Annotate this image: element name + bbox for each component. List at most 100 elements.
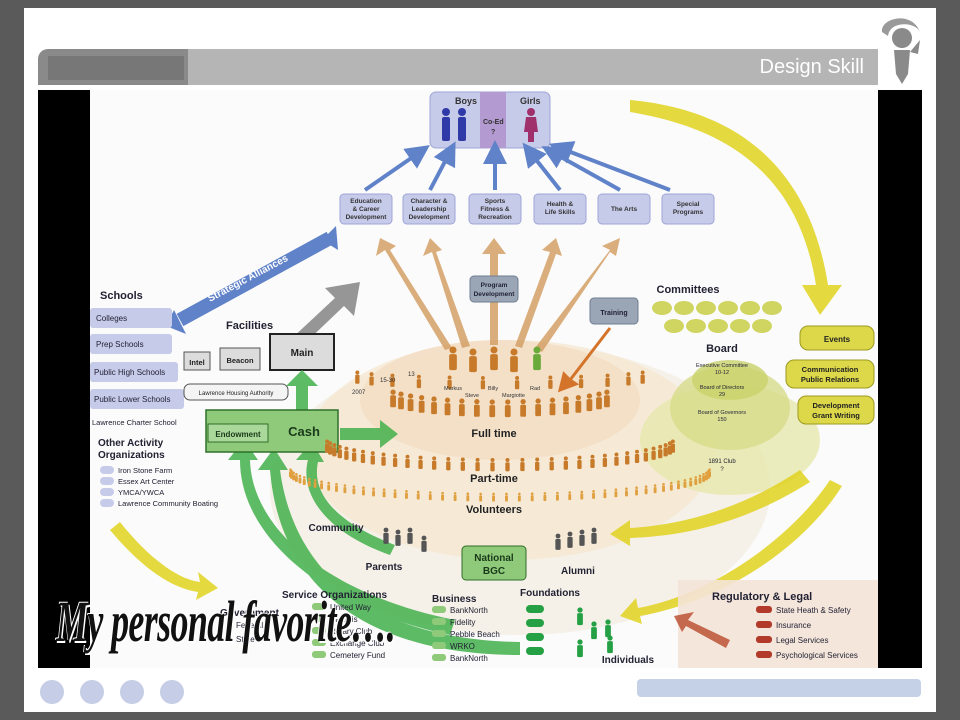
community-people	[383, 527, 597, 552]
person-icon	[307, 477, 311, 481]
service-org-item: United Way	[330, 603, 371, 612]
person-icon	[307, 480, 311, 487]
person-icon	[555, 494, 559, 501]
person-icon	[480, 380, 486, 390]
staff-count-label: 13	[408, 372, 415, 378]
person-icon	[626, 376, 631, 386]
person-icon	[382, 491, 386, 498]
facility-beacon-label: Beacon	[226, 356, 254, 365]
person-icon	[548, 375, 553, 380]
nav-dot[interactable]	[80, 680, 104, 704]
nav-dot[interactable]	[160, 680, 184, 704]
header-bar-left-inner	[48, 56, 184, 80]
person-icon	[689, 480, 693, 487]
footer-bar	[637, 679, 921, 697]
other-org-item: Iron Stone Farm	[118, 466, 172, 475]
person-icon	[398, 391, 404, 397]
public-relations-label: Public Relations	[801, 375, 859, 384]
person-icon	[520, 462, 525, 472]
person-icon	[596, 397, 602, 410]
person-icon	[337, 444, 342, 449]
nav-dot[interactable]	[40, 680, 64, 704]
committees-title: Committees	[657, 284, 720, 296]
person-icon	[635, 486, 638, 490]
person-icon	[580, 493, 584, 500]
regulatory-item: State Heath & Safety	[776, 606, 851, 615]
person-icon	[320, 483, 323, 490]
person-icon	[510, 356, 518, 373]
person-icon	[395, 529, 401, 535]
person-icon	[444, 403, 451, 416]
nav-dot[interactable]	[120, 680, 144, 704]
person-icon	[447, 379, 452, 389]
person-icon	[407, 399, 414, 412]
person-icon	[381, 452, 386, 457]
foundation-markers	[526, 605, 544, 655]
person-icon	[325, 439, 330, 444]
person-icon	[568, 491, 572, 494]
club-question: ?	[720, 467, 724, 473]
cash-label: Cash	[288, 424, 320, 439]
person-icon	[460, 457, 465, 462]
person-icon	[577, 607, 583, 613]
person-icon	[505, 457, 510, 462]
person-icon	[390, 395, 396, 408]
club-label: 1891 Club	[708, 459, 736, 465]
school-item-label: Public Lower Schools	[94, 395, 170, 404]
person-icon	[651, 450, 656, 460]
person-icon	[635, 449, 640, 454]
person-icon	[441, 491, 444, 495]
person-icon	[591, 527, 597, 533]
facility-main-label: Main	[291, 348, 314, 359]
person-icon	[579, 534, 585, 546]
training-label: Training	[600, 310, 627, 317]
bgc-label: BGC	[483, 566, 505, 577]
person-icon	[352, 448, 357, 453]
person-icon	[510, 348, 518, 356]
national-label: National	[474, 553, 514, 564]
person-icon	[575, 394, 581, 401]
person-icon	[535, 398, 541, 404]
person-icon	[677, 480, 680, 484]
person-icon	[290, 469, 293, 473]
boys-label: Boys	[455, 96, 477, 106]
person-icon	[596, 391, 602, 397]
program-label: Fitness &	[480, 206, 510, 213]
program-label: Sports	[485, 198, 506, 205]
person-icon	[393, 453, 398, 458]
service-org-item: Cemetery Fund	[330, 651, 385, 660]
program-label: Education	[350, 198, 381, 205]
board-title: Board	[706, 343, 738, 355]
events-label: Events	[824, 335, 851, 344]
regulatory-title: Regulatory & Legal	[712, 591, 812, 603]
business-title: Business	[432, 594, 477, 605]
other-orgs-title: Other Activity	[98, 438, 164, 449]
program-label: & Career	[352, 206, 380, 213]
business-item: Fidelity	[450, 618, 475, 627]
person-icon	[405, 454, 410, 459]
person-icon	[432, 460, 437, 470]
schools-title: Schools	[100, 290, 143, 302]
person-icon	[505, 399, 511, 405]
program-label: Recreation	[478, 214, 512, 221]
person-icon	[370, 451, 375, 456]
person-icon	[474, 399, 480, 405]
communication-box	[785, 359, 875, 389]
program-box-education	[339, 193, 393, 225]
person-icon	[591, 627, 597, 640]
person-icon	[634, 454, 640, 464]
person-icon	[548, 379, 553, 389]
person-icon	[605, 377, 610, 387]
service-org-item: Rotary Club	[330, 627, 373, 636]
person-icon	[335, 482, 338, 486]
person-icon	[590, 459, 595, 469]
program-arrows	[363, 140, 671, 192]
person-icon	[568, 494, 572, 501]
person-icon	[575, 400, 582, 413]
person-icon	[505, 495, 508, 502]
person-icon	[335, 485, 338, 492]
person-icon	[453, 492, 457, 495]
person-icon	[469, 356, 477, 373]
person-icon	[591, 621, 597, 627]
service-org-item: Exchange Club	[330, 639, 385, 648]
